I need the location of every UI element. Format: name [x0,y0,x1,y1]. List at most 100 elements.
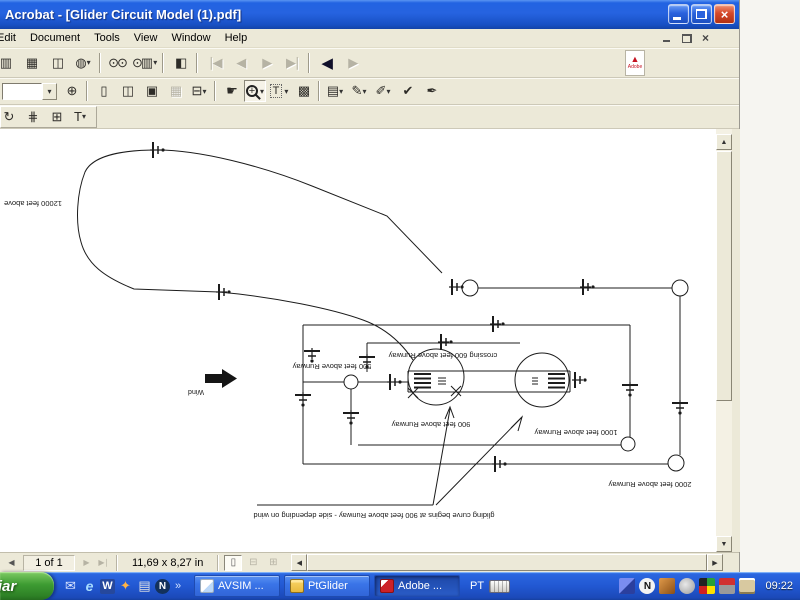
fit-width-button[interactable]: ◫ [116,80,138,102]
tray-volume-icon[interactable] [679,578,696,594]
language-indicator[interactable]: PT [470,580,485,592]
continuous-facing-layout-button[interactable]: ⊞ [264,555,282,571]
doc-close-button[interactable]: × [698,31,713,45]
reflow-button[interactable]: ▦ [164,80,186,102]
show-hide-navigation-pane-button[interactable]: ◧ [168,51,192,75]
pencil-tool-button[interactable]: ✎▾ [348,80,370,102]
fit-in-window-button[interactable]: ▯ [92,80,114,102]
highlight-tool-button-dropdown[interactable]: ▾ [386,86,391,96]
zoom-level-combo[interactable]: ▾ [2,82,57,100]
zoom-in-tool-button[interactable]: +▾ [244,80,266,102]
status-next-page-button[interactable]: ▶ [79,555,94,571]
menu-tools[interactable]: Tools [94,32,120,44]
highlight-tool-button[interactable]: ✐▾ [372,80,394,102]
select-image-tool-button[interactable]: ▩ [292,80,314,102]
spell-check-button[interactable]: ✔ [396,80,418,102]
tray-display-icon[interactable] [619,578,636,594]
last-page-button[interactable]: ▶∣ [280,51,304,75]
zoom-level-value[interactable] [2,82,42,100]
start-button[interactable]: Iniciar [0,572,54,600]
button-icon: ⊕ [66,83,78,98]
email-button[interactable]: ◫ [45,51,69,75]
touchup-text-tool-button[interactable]: T▾ [69,107,91,127]
actual-size-button[interactable]: ⊕ [60,80,82,102]
previous-page-button[interactable]: ◀ [228,51,252,75]
continuous-layout-button[interactable]: ⊟ [244,555,262,571]
tray-graphics-icon[interactable] [699,578,716,594]
open-web-page-button[interactable]: ◍▾ [71,51,95,75]
touchup-text-tool-button-dropdown[interactable]: ▾ [81,112,86,121]
note-tool-button[interactable]: ▤▾ [324,80,346,102]
first-page-button[interactable]: ∣◀ [202,51,226,75]
go-to-previous-view-button[interactable]: ◀ [314,51,338,75]
zoom-in-tool-button-dropdown[interactable]: ▾ [259,86,264,96]
pencil-tool-button-dropdown[interactable]: ▾ [362,86,367,96]
restore-button[interactable] [691,4,712,24]
doc-restore-button[interactable] [679,31,694,45]
vertical-scrollbar[interactable]: ▲ ▼ [716,129,732,552]
search-button-dropdown[interactable]: ▾ [153,58,158,67]
single-page-layout-button[interactable]: ▯ [224,554,243,571]
keyboard-icon[interactable] [489,579,511,593]
menu-document[interactable]: Document [29,32,81,44]
scroll-left-button[interactable]: ◀ [291,554,308,571]
save-button[interactable]: ▥ [0,51,17,75]
tray-antivirus-icon[interactable]: N [639,578,656,594]
quick-launch-internet-explorer-icon[interactable]: e [85,578,94,594]
doc-minimize-button[interactable] [660,31,675,45]
fit-visible-button[interactable]: ▣ [140,80,162,102]
quick-launch-more-chevron[interactable]: » [174,580,182,592]
task-ptglider[interactable]: PtGlider [284,575,370,597]
language-bar[interactable]: PT [470,579,511,593]
callout-lines [257,408,523,506]
print-button[interactable]: ▦ [19,51,43,75]
find-button[interactable]: ⊙⊙ [105,51,129,75]
tray-download-manager-icon[interactable] [659,578,676,594]
menu-view[interactable]: View [133,32,158,44]
status-page-indicator[interactable]: 1 of 1 [23,554,75,571]
text-select-tool-button[interactable]: T▾ [268,80,290,102]
quick-launch-messenger-icon[interactable]: ✉ [65,578,76,593]
zoom-combo-dropdown[interactable]: ▾ [42,82,57,100]
vertical-scroll-thumb[interactable] [716,151,732,401]
menu-edit[interactable]: Edit [0,32,16,44]
hand-tool-button[interactable]: ☛ [220,80,242,102]
digital-signature-button[interactable]: ✒ [420,80,442,102]
minimize-button[interactable] [668,4,689,24]
scroll-up-button[interactable]: ▲ [716,134,732,150]
task-adobe[interactable]: Adobe ... [374,575,460,597]
title-bar[interactable]: Acrobat - [Glider Circuit Model (1).pdf]… [0,0,739,29]
status-last-page-button[interactable]: ▶∣ [96,555,111,571]
note-tool-button-dropdown[interactable]: ▾ [339,86,344,96]
horizontal-scroll-thumb[interactable] [307,554,707,571]
tray-scheduler-icon[interactable] [739,578,756,594]
menu-help[interactable]: Help [224,32,248,44]
movie-tool-button[interactable]: ⊞ [45,107,67,127]
text-select-tool-button-dropdown[interactable]: ▾ [284,86,289,96]
quick-launch-word-icon[interactable]: W [100,578,115,594]
menu-window[interactable]: Window [171,32,211,44]
page-layout-button[interactable]: ⊟▾ [188,80,210,102]
quick-launch-winamp-icon[interactable]: ✦ [120,578,131,593]
quick-launch-netscape-icon[interactable]: N [155,578,170,594]
scroll-down-button[interactable]: ▼ [716,536,732,552]
quick-launch-notes-icon[interactable]: ▤ [138,578,151,593]
close-button[interactable]: × [714,4,735,24]
status-divider [116,554,118,571]
adobe-online-button[interactable]: ▲ Adobe [625,49,645,76]
tray-print-monitor-icon[interactable] [719,578,736,594]
window-title: Acrobat - [Glider Circuit Model (1).pdf] [5,7,242,22]
document-window-controls: × [660,31,713,45]
scroll-right-button[interactable]: ▶ [707,554,723,571]
horizontal-scrollbar[interactable]: ◀ ▶ [291,554,739,571]
search-button[interactable]: ⊙▥▾ [131,51,158,75]
rotate-pages-button[interactable]: ↻ [0,107,19,127]
button-icon: ◫ [121,83,134,98]
status-previous-page-button[interactable]: ◀ [4,555,19,571]
crop-pages-button[interactable]: ⋕ [21,107,43,127]
task-avsim[interactable]: AVSIM ... [194,575,280,597]
page-layout-button-dropdown[interactable]: ▾ [202,86,207,96]
open-web-page-button-dropdown[interactable]: ▾ [86,58,91,67]
next-page-button[interactable]: ▶ [254,51,278,75]
go-to-next-view-button[interactable]: ▶ [340,51,364,75]
